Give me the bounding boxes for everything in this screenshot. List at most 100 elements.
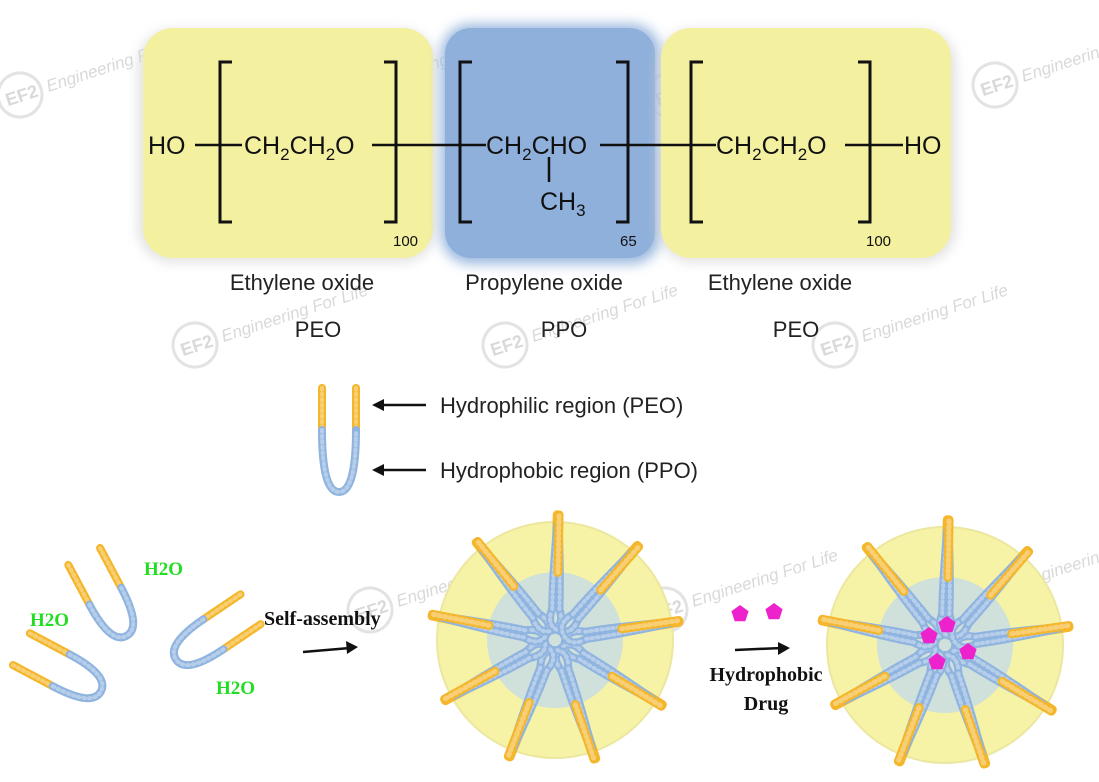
micelle-peo-arm	[997, 676, 1056, 716]
watermark-logo-ring	[971, 61, 1019, 109]
left-block-abbr: PEO	[295, 317, 341, 342]
ppo-unit: CH2CHO	[486, 132, 587, 164]
unimer-1	[64, 543, 138, 642]
formula-end-right: HO	[904, 132, 942, 160]
ppo-methyl-group: CH3	[540, 188, 586, 220]
repeat-brackets	[218, 60, 872, 224]
peo-left-block	[143, 28, 433, 258]
encapsulated-drug	[959, 643, 977, 660]
water-label-2: H2O	[30, 610, 69, 631]
micelle-peo-arm	[830, 671, 890, 709]
micelle-peo-arm	[503, 698, 534, 761]
legend-hydrophobic: Hydrophobic region (PPO)	[440, 458, 698, 483]
self-assembly-step: Self-assembly	[264, 608, 381, 654]
drug-loading-step: Hydrophobic Drug	[710, 603, 823, 715]
watermark-logo-ring	[811, 321, 859, 369]
micelle-peo-arm	[440, 666, 500, 704]
water-label-1: H2O	[144, 559, 183, 580]
unimer-ppo	[48, 650, 107, 703]
micelle-peo-arm	[473, 536, 519, 591]
micelle-peo-arm	[553, 510, 564, 577]
peo-right-block	[661, 28, 951, 258]
watermark-logo-text: EF2	[978, 71, 1016, 100]
free-drug-1	[731, 605, 749, 622]
free-drug-2	[765, 603, 783, 620]
ppo-block	[445, 28, 655, 258]
unimer-peo-left	[64, 560, 94, 609]
formula-end-left: HO	[148, 132, 186, 160]
watermark-logo-ring	[171, 321, 219, 369]
bracket-mid-open	[458, 60, 472, 224]
legend-arrows	[372, 399, 426, 476]
micelle-peo-arm	[863, 541, 909, 596]
watermark-logo-ring	[0, 71, 44, 119]
legend: Hydrophilic region (PEO) Hydrophobic reg…	[318, 384, 698, 497]
encapsulated-drug	[920, 627, 938, 644]
micelle-peo-arm	[817, 614, 884, 635]
chemical-formula: HO CH2CH2O CH2CHO CH3 CH2CH2O HO 100 65 …	[148, 132, 942, 250]
repeat-index-middle: 65	[620, 233, 637, 250]
micelle-peo-arm	[617, 616, 684, 634]
bracket-left-close	[384, 60, 398, 224]
encapsulated-drug	[928, 653, 946, 670]
empty-micelle	[427, 510, 684, 764]
water-label-3: H2O	[216, 678, 255, 699]
unimer-2	[169, 590, 265, 670]
self-assembly-label: Self-assembly	[264, 608, 381, 630]
micelle-peo-arm	[1007, 621, 1074, 639]
micelle-peo-arm	[427, 609, 494, 630]
unimer-peo-left	[8, 661, 57, 691]
block-labels: Ethylene oxide PEO Propylene oxide PPO E…	[230, 270, 852, 342]
unimer-peo-right	[25, 629, 74, 659]
watermark-text: Engineering For Life	[1019, 20, 1099, 85]
watermark-text: Engineering For Life	[859, 280, 1010, 345]
micelle-peo-arm	[607, 671, 666, 711]
unimer-peo-right	[96, 543, 126, 592]
micelle-peo-arm	[986, 547, 1034, 600]
bracket-mid-close	[616, 60, 630, 224]
bracket-right-close	[858, 60, 872, 224]
unimer-ppo	[169, 615, 228, 670]
free-unimers	[8, 543, 265, 703]
block-backgrounds	[138, 24, 956, 264]
micelle-ppo-loop	[557, 610, 591, 647]
watermark-logo-text: EF2	[488, 331, 526, 360]
micelle-peo-arm	[570, 700, 599, 764]
micelle-peo-arm	[596, 542, 644, 595]
watermark-logo-text: EF2	[178, 331, 216, 360]
free-drug-molecules	[731, 603, 783, 622]
unimer-ppo	[85, 583, 138, 642]
micelle-peo-arm	[960, 705, 989, 769]
micelle-peo-arm	[893, 703, 924, 766]
legend-u-shaped-molecule	[318, 384, 360, 497]
water-labels: H2O H2O H2O	[30, 559, 255, 699]
bracket-left-open	[218, 60, 232, 224]
micelle-unimer	[947, 547, 1074, 652]
unimer-peo-left	[199, 590, 245, 624]
micelle-unimer	[557, 542, 684, 647]
unimer-peo-right	[219, 620, 265, 654]
watermark-logo-ring	[346, 586, 394, 634]
left-block-name: Ethylene oxide	[230, 270, 374, 295]
legend-hydrophilic: Hydrophilic region (PEO)	[440, 393, 683, 418]
repeat-index-left: 100	[393, 233, 418, 250]
watermark-logo-text: EF2	[3, 81, 41, 110]
encapsulated-drug	[938, 616, 956, 633]
bond-lines	[195, 143, 903, 182]
drug-label-line2: Drug	[744, 693, 788, 715]
drug-label-line1: Hydrophobic	[710, 664, 823, 686]
legend-ppo-base	[318, 426, 360, 497]
drug-loading-arrow	[778, 642, 790, 655]
repeat-index-right: 100	[866, 233, 891, 250]
peo-unit-right: CH2CH2O	[716, 132, 827, 164]
drug-loaded-micelle	[817, 515, 1074, 769]
self-assembly-arrow	[346, 641, 358, 654]
bracket-right-open	[689, 60, 703, 224]
middle-block-abbr: PPO	[541, 317, 587, 342]
right-block-name: Ethylene oxide	[708, 270, 852, 295]
micelle-peo-arm	[943, 515, 954, 582]
watermark-text: Engineering For Life	[689, 545, 840, 610]
watermark-logo-text: EF2	[818, 331, 856, 360]
